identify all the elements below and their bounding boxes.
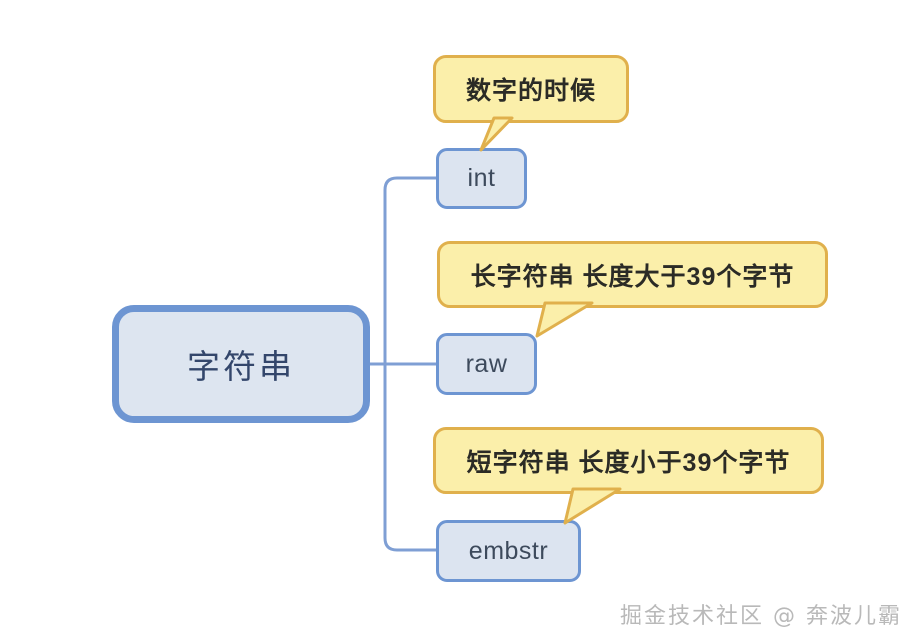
callout-int-note[interactable]: 数字的时候 — [433, 55, 629, 123]
root-node-string[interactable]: 字符串 — [112, 305, 370, 423]
node-int[interactable]: int — [436, 148, 527, 209]
callout-int-note-label: 数字的时候 — [465, 77, 596, 105]
node-raw[interactable]: raw — [436, 333, 537, 395]
root-node-label: 字符串 — [187, 348, 295, 385]
node-raw-label: raw — [465, 349, 508, 378]
callout-tail-embstr — [563, 487, 622, 525]
callout-embstr-note-label: 短字符串 长度小于39个字节 — [466, 448, 791, 477]
callout-raw-note-label: 长字符串 长度大于39个字节 — [470, 262, 795, 291]
node-embstr[interactable]: embstr — [436, 520, 581, 582]
connector-trunk-to-embstr — [383, 364, 436, 552]
callout-raw-note[interactable]: 长字符串 长度大于39个字节 — [437, 241, 828, 308]
node-embstr-label: embstr — [468, 536, 549, 565]
callout-embstr-note[interactable]: 短字符串 长度小于39个字节 — [433, 427, 824, 494]
node-int-label: int — [467, 164, 496, 192]
connector-trunk-to-int — [383, 176, 436, 364]
watermark-text: 掘金技术社区 @ 奔波儿霸 — [620, 604, 902, 629]
